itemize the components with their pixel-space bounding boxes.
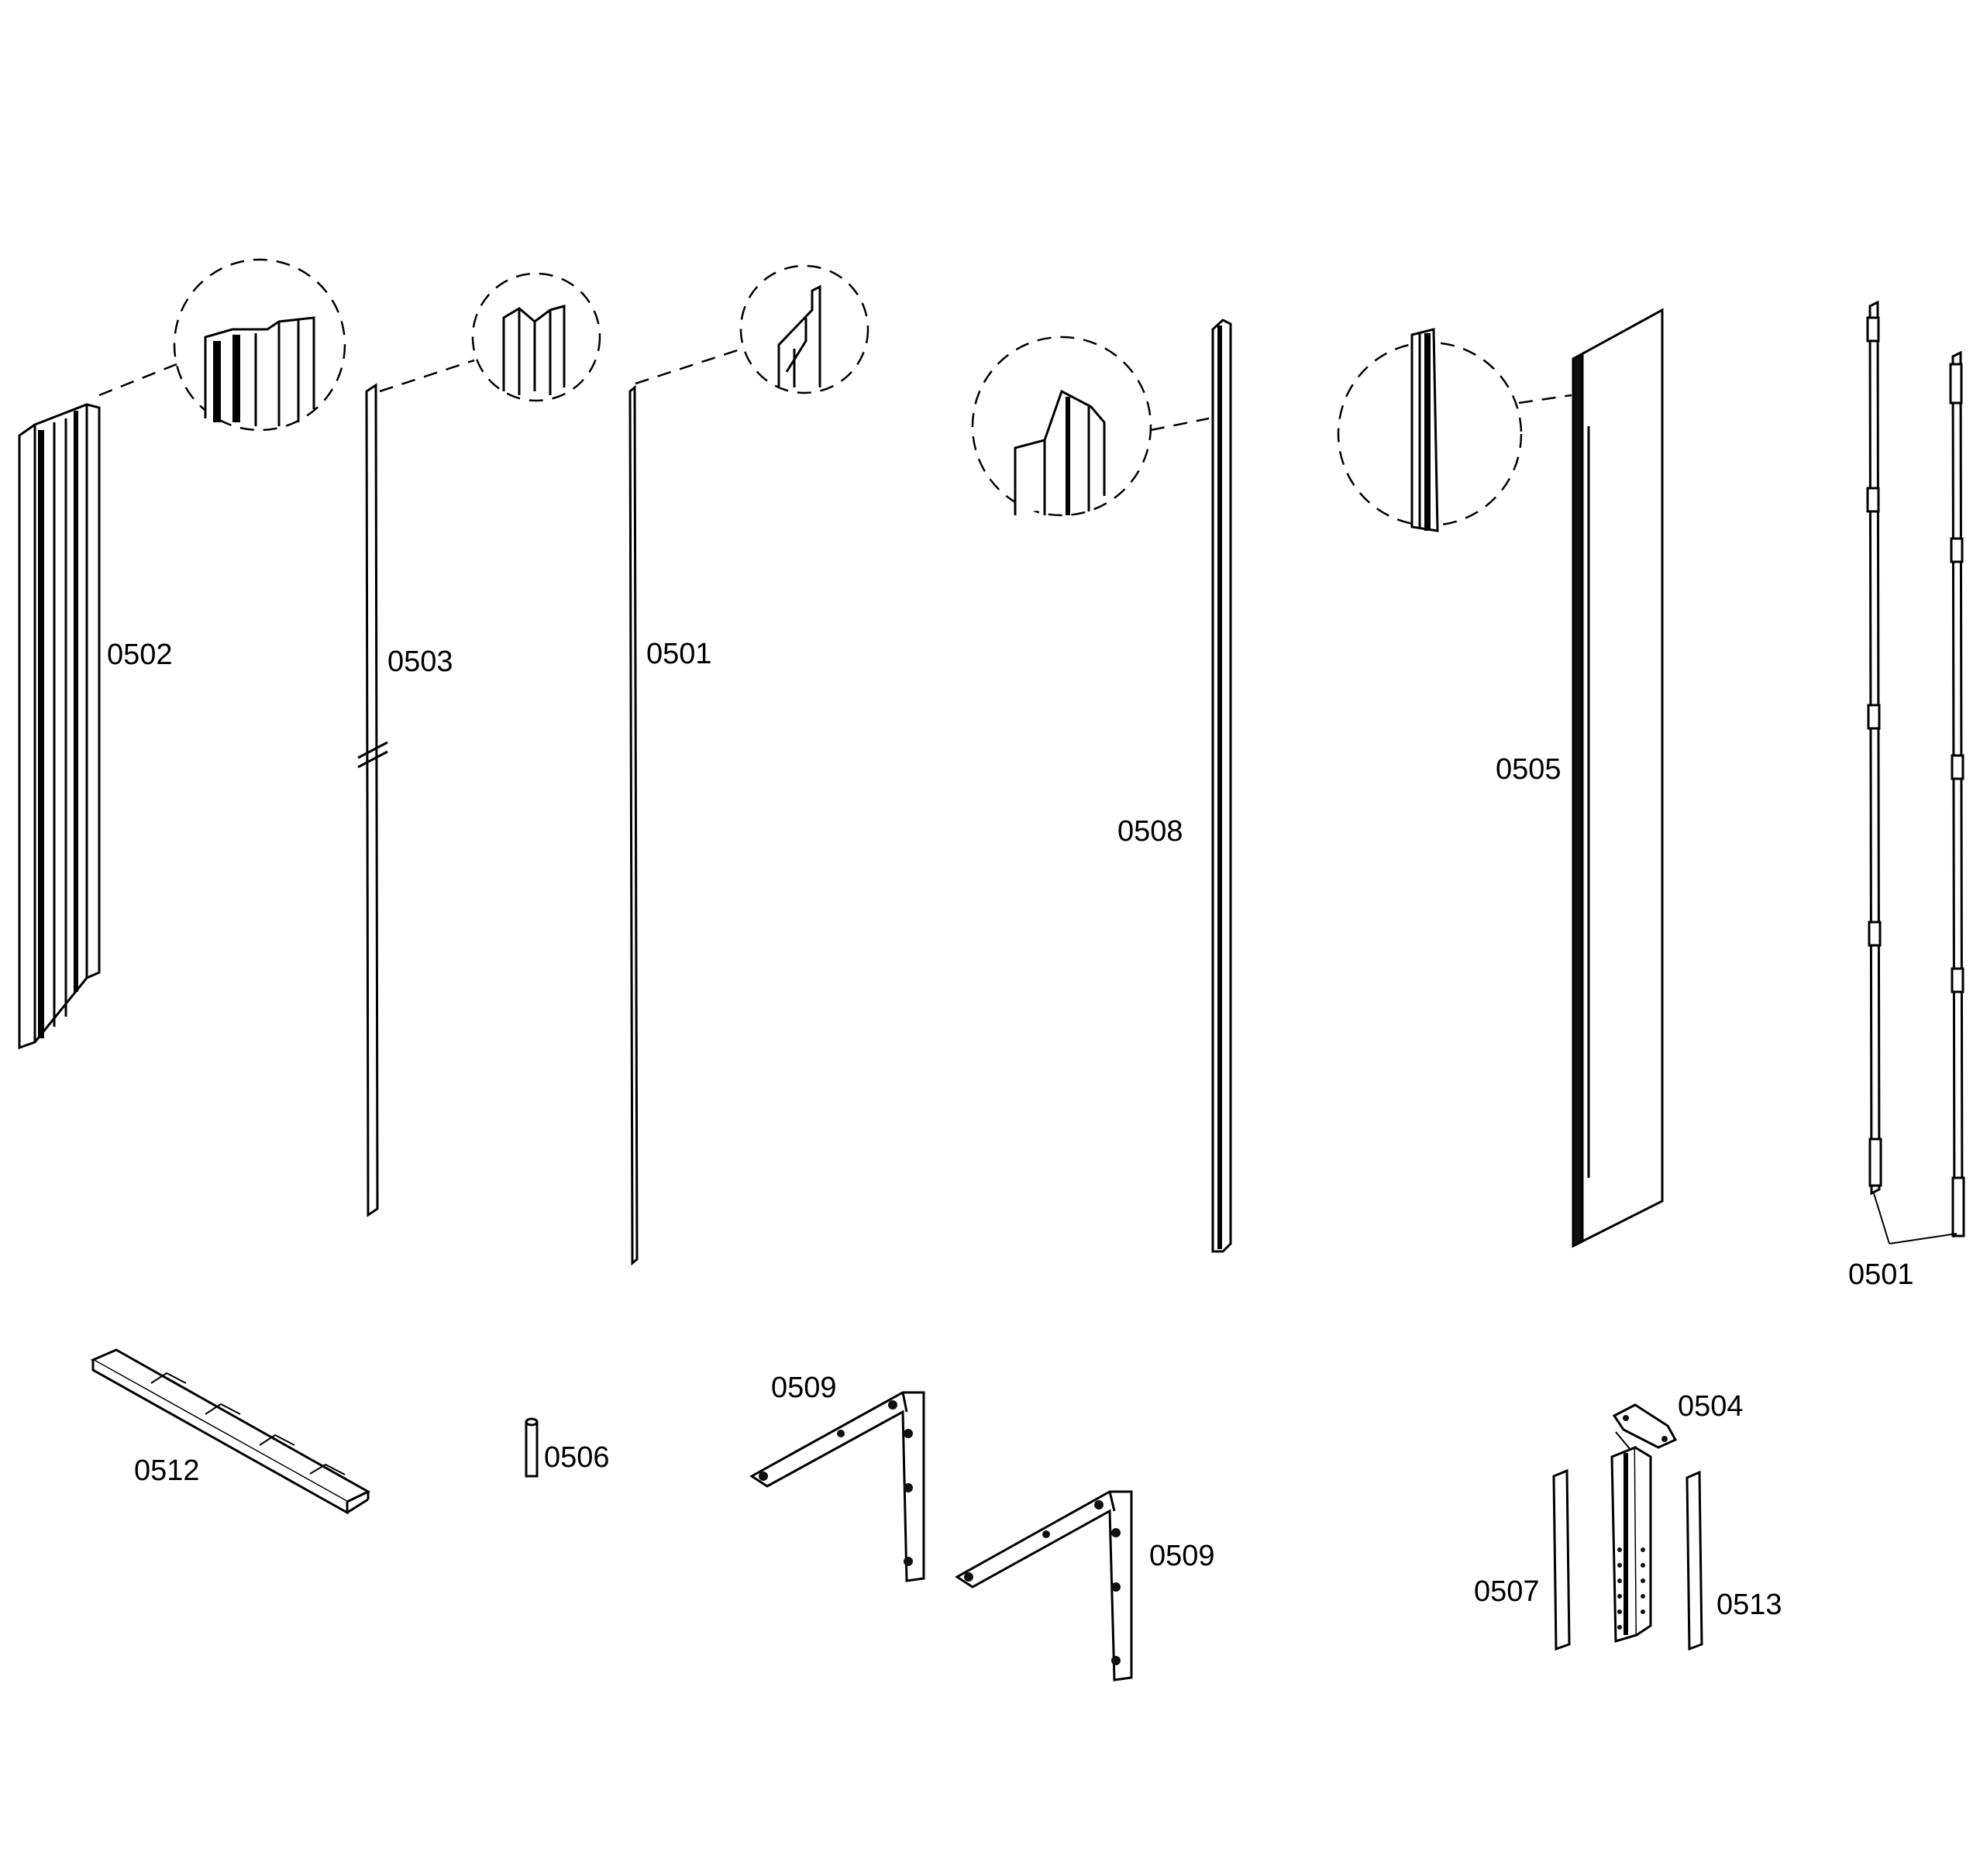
label-0501-left: 0501 — [646, 638, 712, 670]
part-0508[interactable] — [1211, 318, 1232, 1253]
detail-callout-0503 — [379, 272, 601, 402]
part-0509-lower[interactable] — [955, 1490, 1133, 1682]
part-0501-left[interactable] — [628, 384, 639, 1266]
label-0507: 0507 — [1474, 1575, 1540, 1608]
label-0502: 0502 — [107, 639, 173, 671]
part-0501-right-a[interactable] — [1866, 300, 1882, 1196]
label-0512: 0512 — [134, 1454, 200, 1487]
label-0503: 0503 — [387, 645, 453, 678]
detail-callout-0501 — [635, 264, 869, 394]
label-0513: 0513 — [1716, 1589, 1782, 1621]
label-0509-lower: 0509 — [1149, 1540, 1215, 1572]
label-0508: 0508 — [1117, 815, 1183, 848]
part-0505[interactable] — [1572, 308, 1664, 1248]
detail-callout-0505 — [1337, 328, 1572, 532]
leader-0501-right — [1873, 1193, 1958, 1244]
part-0503[interactable] — [357, 383, 388, 1217]
part-0513[interactable] — [1685, 1470, 1703, 1651]
label-0506: 0506 — [544, 1441, 610, 1474]
part-0501-right-b[interactable] — [1949, 350, 1965, 1238]
part-0507[interactable] — [1552, 1468, 1571, 1651]
part-0509-upper[interactable] — [749, 1391, 925, 1582]
label-0509-upper: 0509 — [771, 1372, 837, 1404]
part-0506[interactable] — [525, 1417, 539, 1478]
detail-callout-0508 — [971, 336, 1210, 517]
label-0501-right: 0501 — [1848, 1258, 1914, 1291]
part-0504[interactable] — [1610, 1403, 1678, 1643]
label-0505: 0505 — [1496, 753, 1562, 786]
detail-callout-0502 — [98, 258, 346, 432]
part-0502[interactable] — [18, 403, 101, 1050]
part-0512[interactable] — [90, 1348, 371, 1515]
label-0504: 0504 — [1678, 1390, 1744, 1423]
